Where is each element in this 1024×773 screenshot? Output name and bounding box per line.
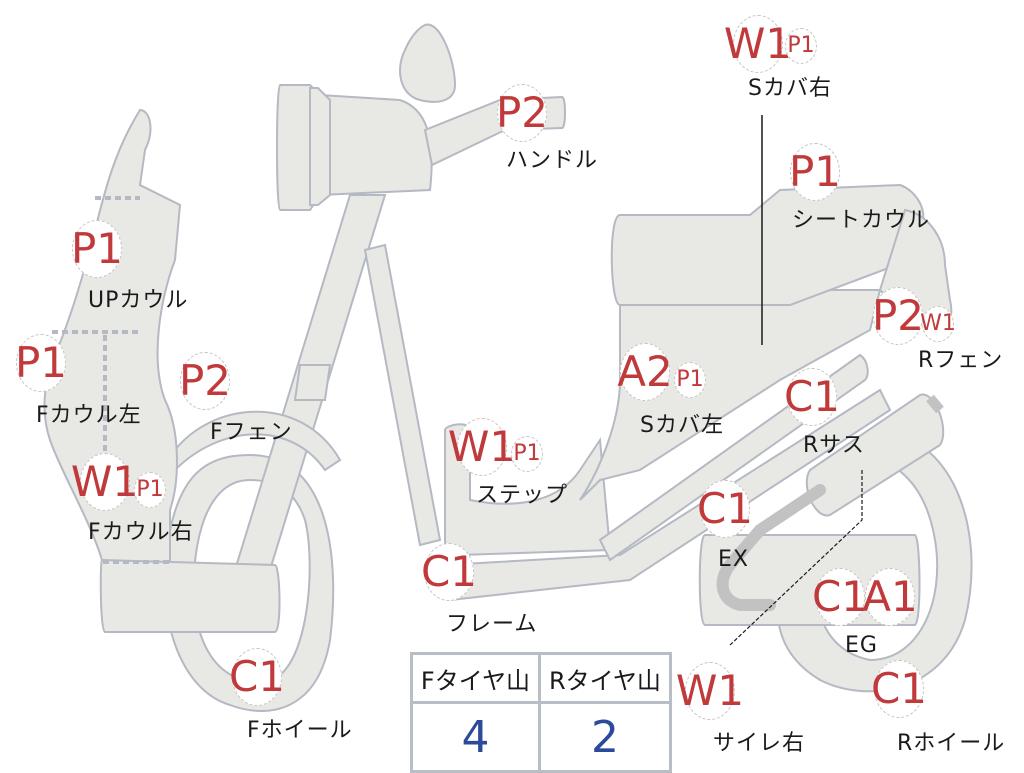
part-label-r-fender: Rフェン	[918, 348, 1004, 373]
mirror-shape	[399, 23, 457, 103]
grade-badge-f-cowl-right-secondary[interactable]: P1	[134, 472, 166, 508]
value-front-tire: 4	[410, 701, 541, 773]
grade-badge-f-cowl-left[interactable]: P1	[15, 334, 67, 392]
fork-link-shape	[293, 364, 332, 401]
grade-badge-f-fender[interactable]: P2	[179, 352, 231, 410]
tire-tread-table: Fタイヤ山 Rタイヤ山 4 2	[410, 652, 673, 773]
headlight-shape	[276, 84, 433, 211]
grade-badge-eg-secondary[interactable]: A1	[862, 568, 918, 626]
part-label-r-wheel: Rホイール	[897, 731, 1006, 756]
part-label-s-cover-right: Sカバ右	[748, 76, 832, 101]
shock-pin	[926, 394, 944, 414]
grade-badge-s-cover-right-secondary[interactable]: P1	[785, 28, 817, 64]
front-lower-body-shape	[99, 558, 281, 633]
headlight-lens-shape	[309, 87, 331, 206]
grade-badge-frame[interactable]: C1	[421, 543, 477, 601]
part-label-seat-cowl: シートカウル	[792, 208, 931, 233]
grade-badge-r-wheel[interactable]: C1	[871, 660, 927, 718]
grade-badge-step-secondary[interactable]: P1	[511, 436, 543, 472]
rear-shock-shape	[805, 393, 945, 517]
part-label-f-wheel: Fホイール	[247, 718, 353, 743]
grade-badge-r-fender-primary[interactable]: P2	[872, 287, 924, 345]
grade-badge-f-cowl-right-primary[interactable]: W1	[71, 453, 139, 511]
grade-badge-step-primary[interactable]: W1	[448, 418, 516, 476]
part-label-f-cowl-right: Fカウル右	[88, 520, 194, 545]
part-label-silencer-right: サイレ右	[713, 731, 806, 756]
grade-badge-silencer-right[interactable]: W1	[676, 662, 744, 720]
front-fender-shape	[163, 410, 342, 472]
fork-strut-shape	[363, 243, 442, 547]
grade-badge-ex[interactable]: C1	[697, 480, 753, 538]
grade-badge-up-cowl[interactable]: P1	[71, 220, 123, 278]
leader-line-silencer	[729, 470, 863, 646]
table-value-row: 4 2	[410, 701, 673, 773]
part-label-handle: ハンドル	[506, 148, 599, 173]
exhaust-pipe-shape	[716, 484, 826, 611]
part-label-s-cover-left: Sカバ左	[640, 413, 724, 438]
grade-badge-seat-cowl[interactable]: P1	[789, 143, 841, 201]
part-label-step: ステップ	[476, 483, 569, 508]
grade-badge-r-sus[interactable]: C1	[784, 368, 840, 426]
part-label-eg: EG	[845, 633, 878, 658]
part-label-f-cowl-left: Fカウル左	[36, 403, 142, 428]
part-label-up-cowl: UPカウル	[88, 288, 189, 313]
part-label-f-fender: Fフェン	[210, 420, 293, 445]
grade-badge-f-wheel[interactable]: C1	[229, 648, 285, 706]
grade-badge-r-fender-secondary[interactable]: W1	[920, 306, 956, 342]
seat-shape	[610, 183, 925, 306]
grade-badge-handle[interactable]: P2	[496, 84, 548, 142]
grade-badge-s-cover-right-primary[interactable]: W1	[724, 15, 792, 73]
side-cover-shape	[579, 289, 882, 501]
grade-badge-s-cover-left-secondary[interactable]: P1	[674, 362, 706, 398]
header-rear-tire: Rタイヤ山	[537, 652, 673, 704]
part-label-r-sus: Rサス	[803, 433, 865, 458]
table-header-row: Fタイヤ山 Rタイヤ山	[410, 652, 673, 704]
part-label-frame: フレーム	[446, 612, 538, 637]
part-label-ex: EX	[718, 547, 749, 572]
grade-badge-eg-primary[interactable]: C1	[812, 568, 868, 626]
grade-badge-s-cover-left-primary[interactable]: A2	[617, 343, 673, 401]
header-front-tire: Fタイヤ山	[410, 652, 541, 704]
value-rear-tire: 2	[537, 701, 673, 773]
